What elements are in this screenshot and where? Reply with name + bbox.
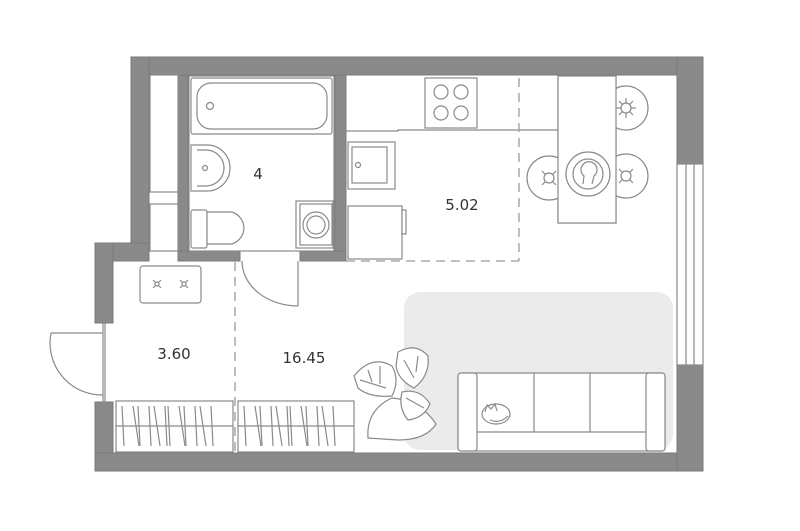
hanger-line <box>243 405 247 447</box>
living-fixtures <box>353 292 673 452</box>
sink-icon <box>347 141 396 190</box>
hanger-line <box>137 405 141 447</box>
wall-left-middle <box>94 242 114 324</box>
hanger-line <box>270 405 274 447</box>
hanger-line <box>132 405 140 447</box>
hanger-line <box>167 405 171 447</box>
hanger-line <box>316 405 320 447</box>
wall-left-upper <box>130 56 150 258</box>
zone-dividers <box>234 78 520 453</box>
hanger-line <box>300 405 308 447</box>
entrance-door <box>49 322 106 403</box>
hanger-line <box>332 405 336 447</box>
hanger-line <box>289 405 293 447</box>
walls <box>94 56 704 472</box>
hanger-line <box>286 405 290 447</box>
living-area-label: 16.45 <box>283 349 326 367</box>
wall-partition-left <box>177 74 189 262</box>
hanger-line <box>153 405 161 447</box>
wall-top <box>130 56 704 76</box>
shoe-bench-icon <box>139 265 202 304</box>
wall-right-upper <box>676 56 704 165</box>
hanger-line <box>121 405 125 447</box>
wardrobes <box>115 400 355 453</box>
wall-right-lower <box>676 364 704 472</box>
hanger-line <box>275 405 283 447</box>
stove-icon <box>424 77 478 129</box>
window <box>676 163 704 366</box>
hanger-line <box>305 405 309 447</box>
hall-area-label: 3.60 <box>157 345 190 363</box>
wall-bath-bottom-right <box>299 250 347 262</box>
kitchen-counter-edge <box>346 129 558 132</box>
cat-icon <box>481 402 511 425</box>
hanger-line <box>194 405 198 447</box>
toilet-icon <box>190 209 245 249</box>
wall-partition-right <box>334 74 347 262</box>
kitchen-area-label: 5.02 <box>445 196 478 214</box>
hanger-line <box>321 405 329 447</box>
fridge-icon <box>347 205 407 260</box>
niche-cabinets <box>149 74 179 252</box>
bathroom-door <box>241 260 299 307</box>
washing-machine-icon <box>295 200 334 249</box>
kitchen-fixtures <box>346 75 649 260</box>
hanger-line <box>259 405 263 447</box>
hanger-line <box>148 405 152 447</box>
washbasin-icon <box>190 144 231 192</box>
sofa-icon <box>457 372 666 452</box>
bathroom-area-label: 4 <box>253 165 263 183</box>
hanger-line <box>199 405 207 447</box>
hall-fixtures <box>139 265 202 304</box>
niche-lower <box>149 203 179 252</box>
wall-bath-bottom-left <box>177 250 241 262</box>
bathtub-icon <box>190 77 333 135</box>
niche-upper <box>149 74 179 193</box>
wall-bottom <box>94 452 704 472</box>
chair-icons <box>526 75 649 224</box>
plant-icon <box>353 347 437 441</box>
hanger-line <box>254 405 262 447</box>
bathroom-fixtures <box>188 75 335 252</box>
hanger-line <box>164 405 168 447</box>
hanger-line <box>210 405 214 447</box>
area-labels: 4 5.02 3.60 16.45 <box>157 165 478 367</box>
hanger-line <box>183 405 187 447</box>
hanger-line <box>178 405 186 447</box>
